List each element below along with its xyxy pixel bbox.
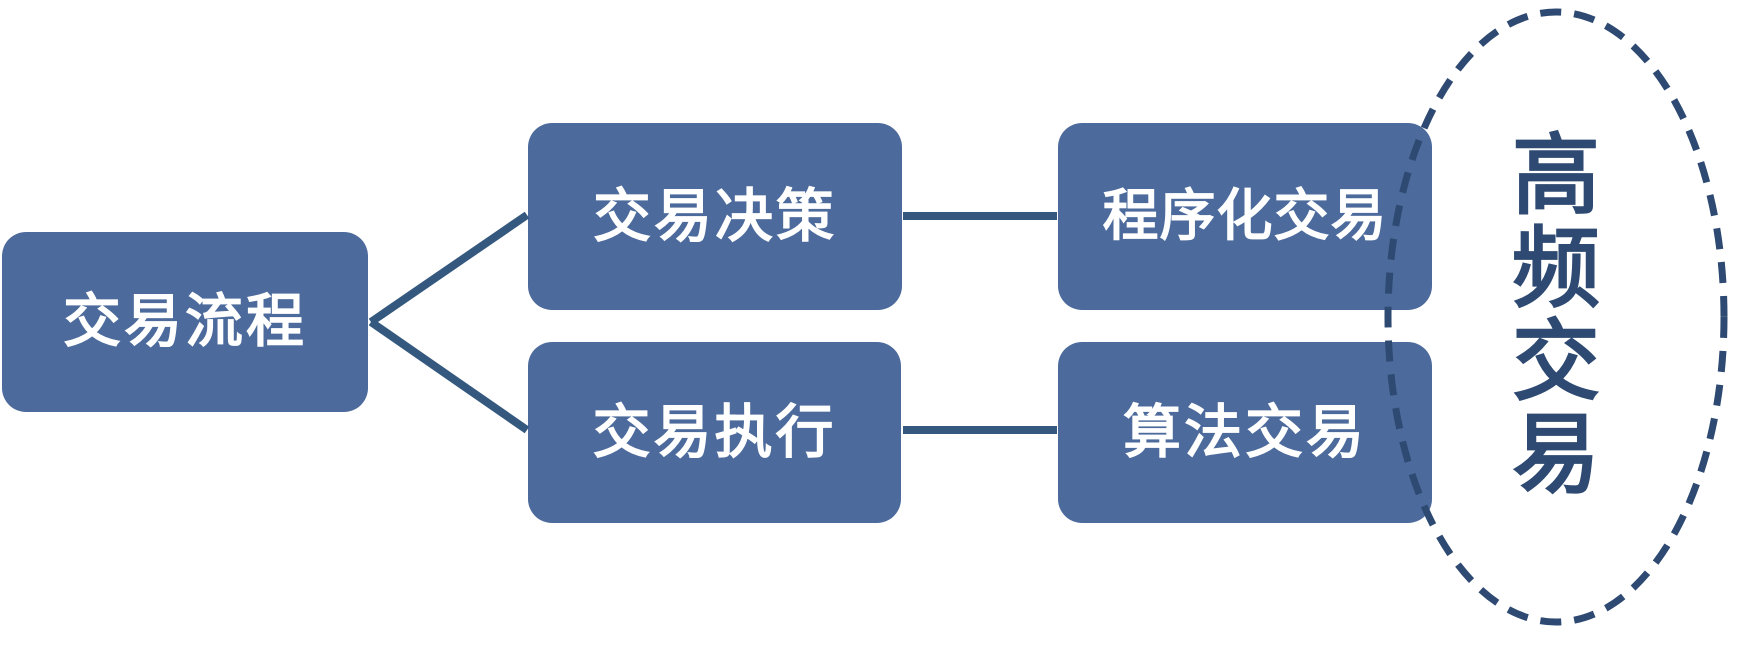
edge-root-to-execution — [368, 318, 530, 434]
hft-char-1: 高 — [1511, 129, 1600, 226]
edge-root-to-decision — [368, 211, 530, 326]
high-frequency-trading-label: 高 频 交 易 — [1496, 127, 1616, 507]
hft-char-2: 频 — [1511, 222, 1600, 319]
hft-char-3: 交 — [1511, 315, 1600, 412]
node-trading-decision-label: 交易决策 — [592, 183, 837, 249]
node-programmatic-trading: 程序化交易 — [1058, 123, 1432, 310]
node-algorithmic-trading: 算法交易 — [1058, 342, 1432, 523]
node-algorithmic-trading-label: 算法交易 — [1122, 399, 1367, 465]
node-programmatic-trading-label: 程序化交易 — [1102, 185, 1388, 248]
node-trading-decision: 交易决策 — [528, 123, 902, 310]
node-trading-execution-label: 交易执行 — [592, 399, 837, 465]
node-trading-process-label: 交易流程 — [62, 289, 307, 354]
node-trading-execution: 交易执行 — [528, 342, 901, 523]
hft-char-4: 易 — [1511, 408, 1600, 505]
node-trading-process: 交易流程 — [2, 232, 368, 412]
